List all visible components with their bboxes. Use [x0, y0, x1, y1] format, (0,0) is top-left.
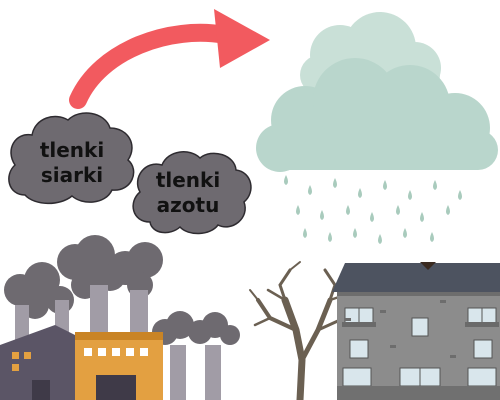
sulfur-oxides-cloud: [8, 112, 135, 205]
dead-tree-icon: [249, 261, 347, 400]
sulfur-oxides-label: tlenki siarki: [22, 138, 122, 188]
raindrops: [284, 175, 462, 244]
nitrogen-oxides-label: tlenki azotu: [138, 168, 238, 218]
nitrogen-oxides-label-line1: tlenki: [155, 168, 221, 192]
rain-cloud-icon: [256, 12, 498, 244]
factory-icon: [0, 285, 221, 400]
damaged-building-icon: [332, 262, 500, 400]
nitrogen-oxides-cloud: [132, 151, 252, 235]
sulfur-oxides-label-line2: siarki: [40, 163, 104, 187]
sulfur-oxides-label-line1: tlenki: [39, 138, 105, 162]
factory-smoke: [4, 235, 240, 345]
nitrogen-oxides-label-line2: azotu: [156, 193, 220, 217]
curved-arrow-icon: [69, 9, 270, 109]
